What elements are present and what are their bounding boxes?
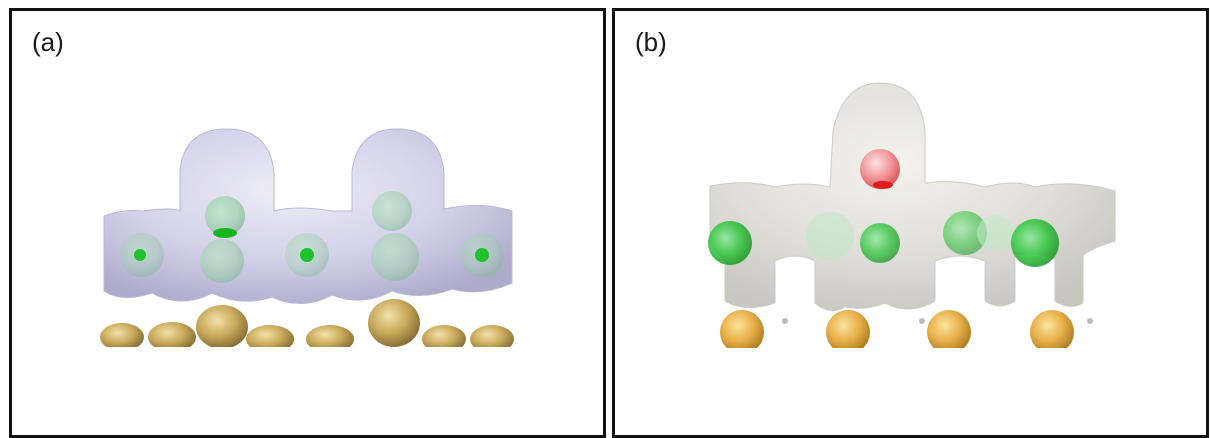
panel-a-substrate-atoms bbox=[100, 299, 514, 357]
panel-a-label: (a) bbox=[32, 27, 64, 57]
panel-a-isosurface bbox=[103, 128, 513, 305]
panel-a-adsorbate-atoms bbox=[120, 191, 504, 283]
panel-a: (a) bbox=[9, 8, 606, 438]
panel-b-adsorbate-atoms bbox=[708, 211, 1059, 267]
panel-a-isosurface-image bbox=[100, 128, 514, 357]
panel-b: (b) bbox=[612, 8, 1209, 438]
panel-b-label: (b) bbox=[635, 27, 667, 57]
panel-b-isosurface-image bbox=[708, 82, 1116, 358]
panel-b-isosurface bbox=[709, 82, 1116, 312]
panel-b-impurity-atom bbox=[860, 149, 900, 189]
panel-b-substrate-atoms bbox=[715, 310, 1115, 358]
